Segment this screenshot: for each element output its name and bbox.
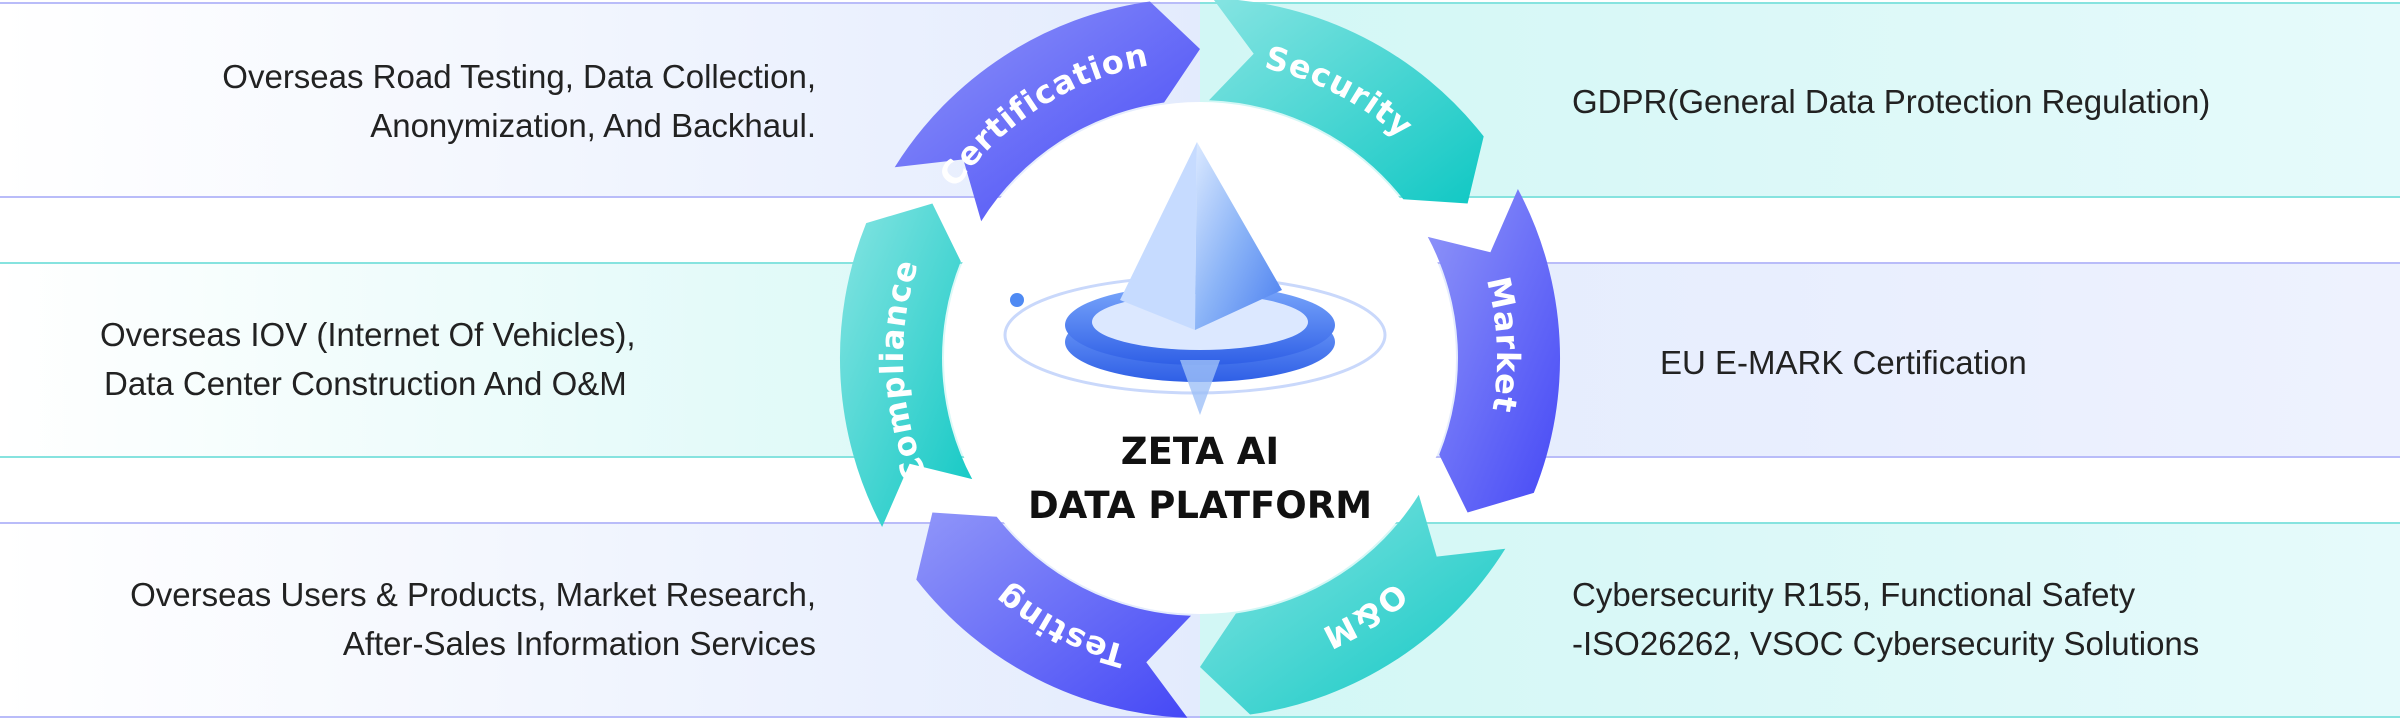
right-item-emark: EU E-MARK Certification (1660, 338, 2027, 387)
segment-arrow-o-m (1200, 494, 1506, 715)
segment-arrow-compliance (839, 203, 973, 527)
segment-arrow-market (1427, 189, 1561, 513)
text-line: GDPR(General Data Protection Regulation) (1572, 83, 2211, 120)
text-line: Anonymization, And Backhaul. (370, 107, 816, 144)
segment-arrow-testing (916, 512, 1191, 718)
text-line: Overseas Users & Products, Market Resear… (130, 576, 816, 613)
segment-o-m: O&M (1200, 494, 1506, 715)
segment-compliance: Compliance (839, 203, 973, 527)
title-line-1: ZETA AI (1120, 430, 1280, 473)
text-line: Data Center Construction And O&M (104, 365, 627, 402)
segment-market: Market (1427, 189, 1561, 513)
text-line: -ISO26262, VSOC Cybersecurity Solutions (1572, 625, 2200, 662)
left-item-road-testing: Overseas Road Testing, Data Collection, … (222, 52, 816, 150)
text-line: After-Sales Information Services (342, 625, 816, 662)
right-item-cybersecurity: Cybersecurity R155, Functional Safety -I… (1572, 570, 2199, 668)
text-line: Overseas Road Testing, Data Collection, (222, 58, 816, 95)
crystal-platform-icon (1003, 142, 1387, 415)
title-line-2: DATA PLATFORM (1027, 484, 1373, 527)
segment-testing: Testing (916, 512, 1191, 718)
right-item-gdpr: GDPR(General Data Protection Regulation) (1572, 77, 2210, 126)
left-item-iov: Overseas IOV (Internet Of Vehicles), Dat… (100, 310, 636, 408)
text-line: EU E-MARK Certification (1660, 344, 2027, 381)
text-line: Cybersecurity R155, Functional Safety (1572, 576, 2136, 613)
platform-title: ZETA AI DATA PLATFORM (1000, 425, 1400, 533)
text-line: Overseas IOV (Internet Of Vehicles), (100, 316, 636, 353)
left-item-market-research: Overseas Users & Products, Market Resear… (130, 570, 816, 668)
segment-arrow-security (1209, 0, 1484, 204)
segment-arrow-certification (894, 1, 1200, 222)
